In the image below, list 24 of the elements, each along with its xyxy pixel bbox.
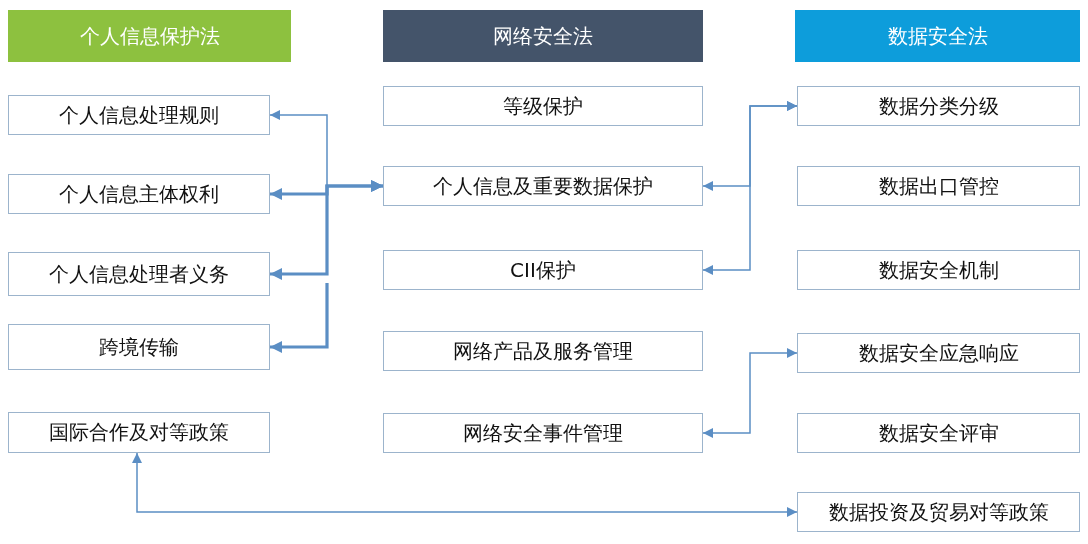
connector-arrow (270, 283, 329, 353)
topic-box: 个人信息处理规则 (8, 95, 270, 135)
topic-box: 跨境传输 (8, 324, 270, 370)
topic-box: 个人信息主体权利 (8, 174, 270, 214)
header-band: 个人信息保护法 (8, 10, 291, 62)
header-band: 网络安全法 (383, 10, 703, 62)
topic-box: 等级保护 (383, 86, 703, 126)
topic-box: 网络产品及服务管理 (383, 331, 703, 371)
topic-box: 数据安全评审 (797, 413, 1080, 453)
connector-arrow (270, 180, 383, 280)
connector-arrow (702, 348, 798, 438)
topic-box: 网络安全事件管理 (383, 413, 703, 453)
connector-arrow (702, 101, 798, 275)
topic-box: 数据安全应急响应 (797, 333, 1080, 373)
topic-box: 数据分类分级 (797, 86, 1080, 126)
topic-box: 数据安全机制 (797, 250, 1080, 290)
topic-box: CII保护 (383, 250, 703, 290)
header-band: 数据安全法 (795, 10, 1080, 62)
topic-box: 数据投资及贸易对等政策 (797, 492, 1080, 532)
connector-arrow (132, 452, 798, 517)
topic-box: 数据出口管控 (797, 166, 1080, 206)
topic-box: 个人信息及重要数据保护 (383, 166, 703, 206)
topic-box: 国际合作及对等政策 (8, 412, 270, 453)
topic-box: 个人信息处理者义务 (8, 252, 270, 296)
